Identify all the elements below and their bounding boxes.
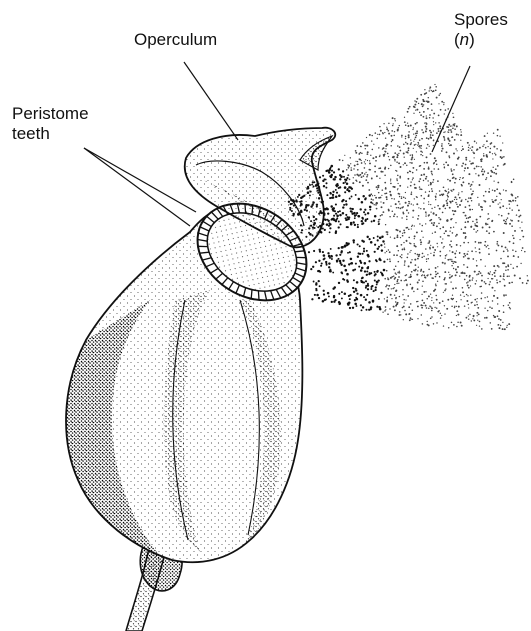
spores-ploidy-n: n (460, 30, 469, 49)
spores-paren-close: ) (469, 30, 475, 49)
peristome-leader-1 (84, 148, 196, 212)
peristome-leader-2 (84, 148, 190, 226)
operculum-label: Operculum (134, 30, 217, 50)
peristome-teeth-label: Peristome teeth (12, 104, 89, 144)
peristome-tooth (251, 290, 252, 299)
spores-leader (432, 66, 470, 152)
peristome-tooth (258, 291, 259, 300)
peristome-label-line1: Peristome (12, 104, 89, 124)
spores-label-line1: Spores (454, 10, 508, 30)
spores-label: Spores (n) (454, 10, 508, 50)
peristome-label-line2: teeth (12, 124, 89, 144)
operculum-leader (184, 62, 238, 140)
spores-label-line2: (n) (454, 30, 508, 50)
